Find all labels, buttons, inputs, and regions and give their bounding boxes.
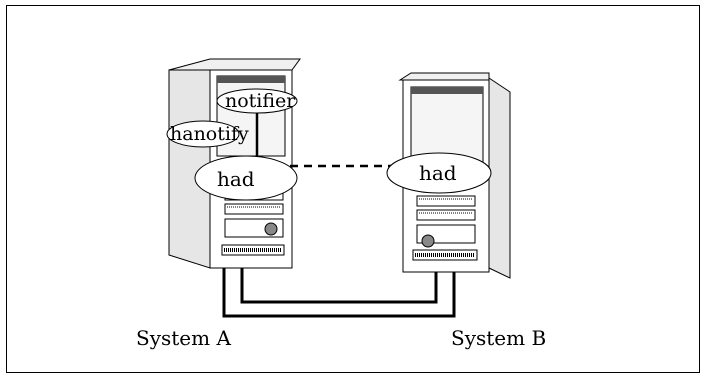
process-had-a: had	[194, 155, 298, 201]
process-had-b: had	[386, 152, 492, 194]
hanotify-label: hanotify	[170, 123, 249, 145]
diagram-frame	[6, 5, 700, 373]
process-hanotify: hanotify	[166, 120, 249, 148]
system-b-label: System B	[451, 326, 546, 350]
had-b-label: had	[419, 161, 457, 185]
system-a-label: System A	[136, 326, 231, 350]
process-notifier: notifier	[216, 88, 298, 114]
had-a-label: had	[217, 167, 255, 191]
notifier-label: notifier	[225, 90, 296, 112]
interconnect-cables	[222, 268, 456, 318]
